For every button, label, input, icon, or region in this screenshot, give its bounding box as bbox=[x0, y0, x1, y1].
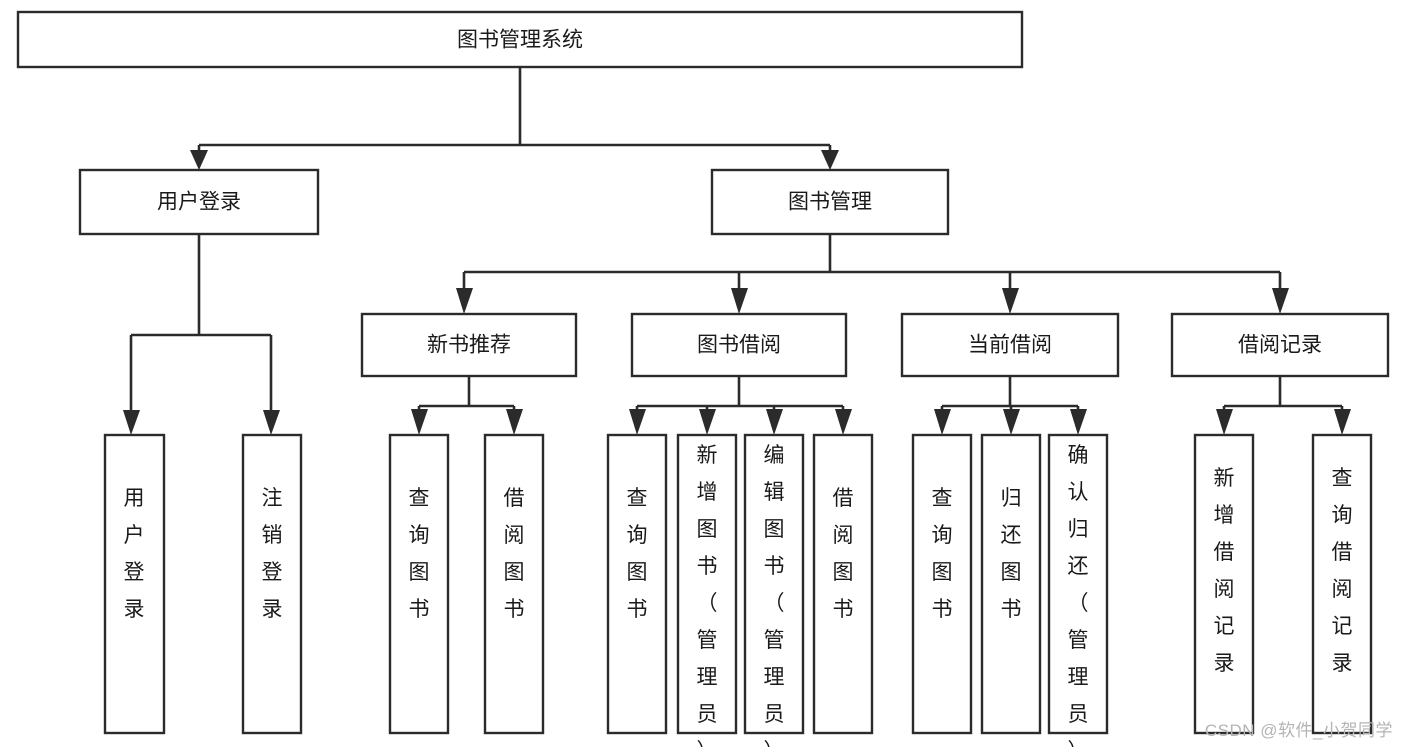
arrow-to-bb-add-book bbox=[699, 409, 716, 435]
arrow-to-current-borrow bbox=[1002, 288, 1019, 314]
leaf-bb-query-book-label: 查询图书 bbox=[627, 487, 648, 621]
leaf-bb-borrow-book-rect[interactable] bbox=[812, 433, 874, 735]
node-new-book-recommend[interactable]: 新书推荐 bbox=[360, 312, 578, 378]
arrow-to-user-login-leaf bbox=[123, 410, 140, 435]
node-current-borrow-rect[interactable] bbox=[900, 312, 1120, 378]
leaf-user-logout-rect[interactable] bbox=[241, 433, 303, 735]
node-user-login-rect[interactable] bbox=[78, 168, 320, 236]
node-new-book-recommend-rect[interactable] bbox=[360, 312, 578, 378]
arrow-to-bb-query-book bbox=[629, 409, 646, 435]
leaf-bb-add-book[interactable]: 新增图书（管理员） bbox=[676, 433, 738, 747]
leaf-nb-borrow-book-label: 借阅图书 bbox=[504, 487, 525, 621]
leaf-cb-confirm-return[interactable]: 确认归还（管理员） bbox=[1047, 433, 1109, 747]
leaf-nb-query-book-rect[interactable] bbox=[388, 433, 450, 735]
arrow-to-bb-borrow-book bbox=[835, 409, 852, 435]
leaf-bb-edit-book-rect[interactable] bbox=[743, 433, 805, 735]
node-user-login-label: 用户登录 bbox=[157, 191, 241, 214]
node-root-label: 图书管理系统 bbox=[457, 29, 583, 52]
leaf-br-query-record-rect[interactable] bbox=[1311, 433, 1373, 735]
leaf-bb-borrow-book[interactable]: 借阅图书 bbox=[812, 433, 874, 735]
arrow-to-new-book-recommend bbox=[456, 288, 473, 314]
leaf-bb-edit-book-label: 编辑图书（管理员） bbox=[764, 444, 785, 747]
arrow-to-user-login bbox=[190, 150, 208, 170]
arrow-to-cb-return-book bbox=[1003, 409, 1020, 435]
node-current-borrow-label: 当前借阅 bbox=[968, 334, 1052, 357]
leaf-user-logout[interactable]: 注销登录 bbox=[241, 433, 303, 735]
node-book-management-rect[interactable] bbox=[710, 168, 950, 236]
leaf-cb-return-book-label: 归还图书 bbox=[1001, 487, 1022, 621]
leaf-cb-query-book[interactable]: 查询图书 bbox=[911, 433, 973, 735]
arrow-to-book-management bbox=[821, 150, 839, 170]
connector-layer bbox=[123, 67, 1351, 435]
leaf-user-login-do-label: 用户登录 bbox=[124, 487, 145, 621]
leaf-nb-borrow-book-rect[interactable] bbox=[483, 433, 545, 735]
arrow-to-book-borrow bbox=[731, 288, 748, 314]
leaf-user-logout-label: 注销登录 bbox=[262, 487, 283, 621]
node-borrow-record-label: 借阅记录 bbox=[1238, 334, 1322, 357]
arrow-to-borrow-record bbox=[1272, 288, 1289, 314]
leaf-br-query-record[interactable]: 查询借阅记录 bbox=[1311, 433, 1373, 735]
leaf-bb-query-book-rect[interactable] bbox=[606, 433, 668, 735]
node-book-borrow-label: 图书借阅 bbox=[697, 334, 781, 357]
leaf-cb-query-book-label: 查询图书 bbox=[932, 487, 953, 621]
leaf-user-login-do-rect[interactable] bbox=[103, 433, 166, 735]
node-book-borrow-rect[interactable] bbox=[630, 312, 848, 378]
leaf-cb-confirm-return-rect[interactable] bbox=[1047, 433, 1109, 735]
leaf-br-query-record-label: 查询借阅记录 bbox=[1332, 467, 1353, 675]
leaf-nb-borrow-book[interactable]: 借阅图书 bbox=[483, 433, 545, 735]
leaf-bb-query-book[interactable]: 查询图书 bbox=[606, 433, 668, 735]
arrow-to-cb-confirm-return bbox=[1070, 409, 1087, 435]
node-borrow-record-rect[interactable] bbox=[1170, 312, 1390, 378]
leaf-bb-add-book-label: 新增图书（管理员） bbox=[697, 444, 718, 747]
node-book-management-label: 图书管理 bbox=[788, 191, 872, 214]
arrow-to-nb-borrow-book bbox=[506, 409, 523, 435]
arrow-to-user-logout-leaf bbox=[263, 410, 280, 435]
node-book-borrow[interactable]: 图书借阅 bbox=[630, 312, 848, 378]
node-book-management[interactable]: 图书管理 bbox=[710, 168, 950, 236]
leaf-cb-return-book-rect[interactable] bbox=[980, 433, 1042, 735]
arrow-to-br-add-record bbox=[1216, 409, 1233, 435]
leaf-cb-return-book[interactable]: 归还图书 bbox=[980, 433, 1042, 735]
leaf-br-add-record-label: 新增借阅记录 bbox=[1214, 467, 1235, 675]
node-new-book-recommend-label: 新书推荐 bbox=[427, 334, 511, 357]
arrow-to-br-query-record bbox=[1334, 409, 1351, 435]
leaf-bb-add-book-rect[interactable] bbox=[676, 433, 738, 735]
leaf-br-add-record[interactable]: 新增借阅记录 bbox=[1193, 433, 1255, 735]
node-borrow-record[interactable]: 借阅记录 bbox=[1170, 312, 1390, 378]
leaf-user-login-do[interactable]: 用户登录 bbox=[103, 433, 166, 735]
leaf-cb-query-book-rect[interactable] bbox=[911, 433, 973, 735]
leaf-br-add-record-rect[interactable] bbox=[1193, 433, 1255, 735]
leaf-bb-borrow-book-label: 借阅图书 bbox=[833, 487, 854, 621]
leaf-bb-edit-book[interactable]: 编辑图书（管理员） bbox=[743, 433, 805, 747]
csdn-watermark: CSDN @软件_小贺同学 bbox=[1204, 721, 1393, 740]
arrow-to-cb-query-book bbox=[934, 409, 951, 435]
node-user-login[interactable]: 用户登录 bbox=[78, 168, 320, 236]
leaf-cb-confirm-return-label: 确认归还（管理员） bbox=[1068, 444, 1089, 747]
arrow-to-bb-edit-book bbox=[766, 409, 783, 435]
node-root-rect[interactable] bbox=[16, 10, 1024, 69]
leaf-nb-query-book-label: 查询图书 bbox=[409, 487, 430, 621]
node-root[interactable]: 图书管理系统 bbox=[16, 10, 1024, 69]
node-current-borrow[interactable]: 当前借阅 bbox=[900, 312, 1120, 378]
arrow-to-nb-query-book bbox=[411, 409, 428, 435]
leaf-nb-query-book[interactable]: 查询图书 bbox=[388, 433, 450, 735]
